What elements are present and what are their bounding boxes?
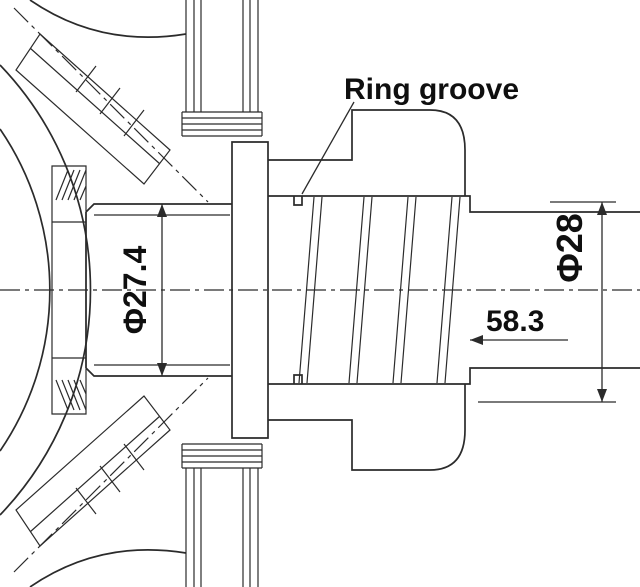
- flange-outline: [231, 141, 269, 439]
- top-spline-lines: [181, 0, 263, 137]
- centerlines: [0, 7, 640, 573]
- ring-groove-leader-line: [301, 101, 355, 195]
- dimension-diameter-inner: Φ27.4: [117, 204, 167, 376]
- ring-groove-label: Ring groove: [344, 73, 519, 106]
- diameter-inner-label: Φ27.4: [117, 246, 153, 335]
- helical-grooves: [298, 196, 461, 384]
- ring-groove-callout: Ring groove: [301, 73, 519, 195]
- dimension-diameter-outer: Φ28: [478, 201, 616, 403]
- top-spline-boss: [181, 0, 263, 137]
- arrow-down-icon: [157, 363, 167, 376]
- dim-lines-28: [478, 201, 616, 403]
- shaft: [268, 195, 640, 385]
- bottom-spline-boss: [181, 443, 263, 587]
- right-case: [268, 109, 466, 471]
- arrow-down-icon: [597, 389, 607, 402]
- diameter-outer-label: Φ28: [549, 213, 590, 283]
- bottom-spline-lines: [181, 443, 263, 587]
- side-gear-body: [51, 165, 87, 415]
- length-label: 58.3: [486, 305, 544, 338]
- bevel-pinion-gears: [15, 33, 171, 547]
- pinion-gear-teeth: [15, 33, 171, 547]
- shaft-outline: [268, 195, 640, 385]
- arrow-up-icon: [157, 204, 167, 217]
- flange: [231, 141, 269, 439]
- case-arcs: [0, 0, 187, 587]
- left-journal-outline: [85, 203, 232, 377]
- right-case-outline: [268, 109, 466, 471]
- side-gear-hub: [51, 165, 87, 415]
- arrow-up-icon: [597, 202, 607, 215]
- dimension-length: 58.3: [470, 305, 568, 345]
- case-outline: [0, 0, 187, 587]
- arrow-left-icon: [470, 335, 483, 345]
